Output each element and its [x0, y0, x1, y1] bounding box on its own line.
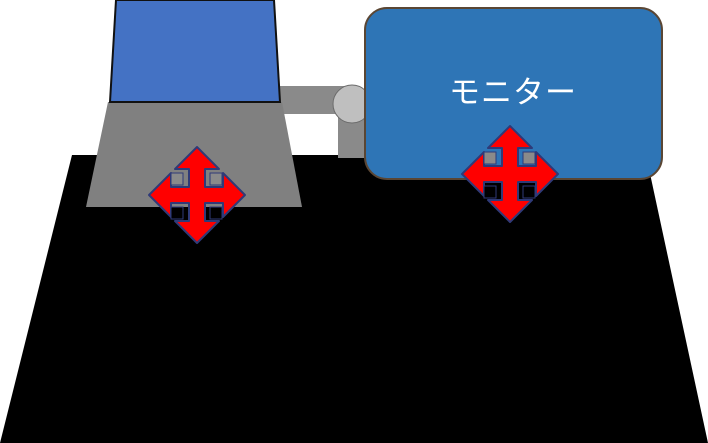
move-arrow-icon-pc	[148, 146, 246, 244]
move-arrow-shape	[461, 125, 559, 223]
move-arrow-notch-top-right	[209, 172, 223, 186]
move-arrow-notch-bottom-right	[209, 206, 223, 220]
move-arrow-notch-top-right	[522, 151, 536, 165]
move-arrow-notch-bottom-left	[170, 206, 184, 220]
pc-body-upper	[108, 0, 282, 103]
move-arrow-notch-top-left	[170, 172, 184, 186]
move-arrow-notch-bottom-right	[522, 185, 536, 199]
desk-surface	[0, 155, 708, 443]
monitor-label: モニター	[449, 75, 577, 111]
move-arrow-notch-top-left	[483, 151, 497, 165]
move-arrow-icon-monitor	[461, 125, 559, 223]
move-arrow-shape	[148, 146, 246, 244]
move-arrow-notch-bottom-left	[483, 185, 497, 199]
